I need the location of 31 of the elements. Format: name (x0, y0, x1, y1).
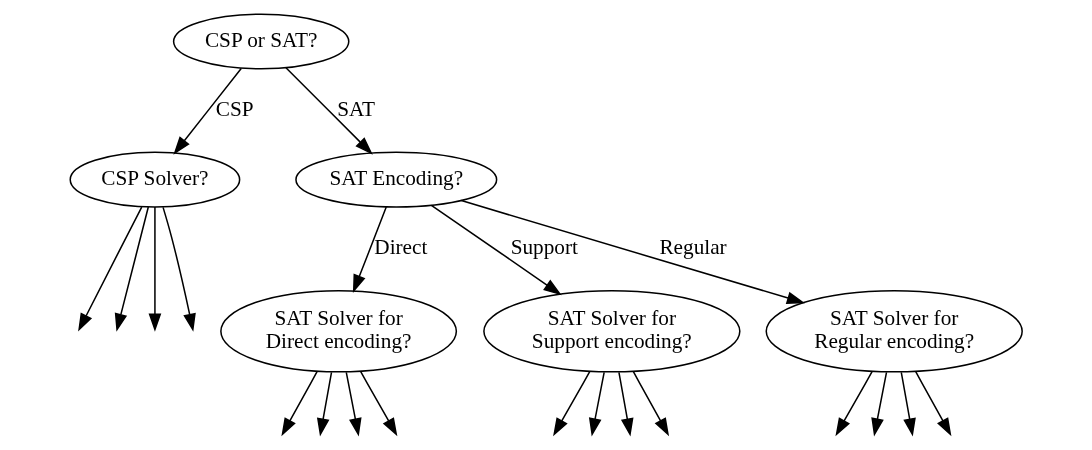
node-ellipse: SAT Solver for Support encoding? (483, 289, 741, 373)
arrow (78, 206, 143, 332)
node-ellipse: SAT Solver for Direct encoding? (220, 289, 458, 373)
arrow (588, 371, 605, 437)
edge-label: Regular (659, 235, 727, 260)
edge-label: Support (510, 235, 578, 260)
arrow (360, 370, 398, 437)
node-ellipse: CSP Solver? (69, 151, 241, 208)
node-ellipse: CSP or SAT? (172, 13, 350, 70)
arrow (835, 370, 873, 437)
arrow (162, 206, 196, 332)
arrow (352, 206, 387, 293)
arrow (900, 371, 916, 437)
edge-label: CSP (215, 97, 254, 122)
arrow (173, 67, 242, 155)
arrow (915, 370, 952, 437)
edge-label: Direct (374, 235, 428, 260)
arrow (632, 370, 670, 437)
node-ellipse: SAT Encoding? (295, 151, 498, 208)
arrow (316, 371, 333, 437)
arrow (871, 371, 888, 437)
arrow (281, 370, 318, 437)
arrow (430, 204, 562, 296)
arrow (148, 206, 162, 332)
edge-label: SAT (337, 97, 375, 122)
arrow (285, 67, 373, 155)
arrow (460, 199, 806, 305)
arrow (553, 370, 591, 437)
arrow (618, 371, 634, 437)
arrow (345, 371, 362, 437)
arrow (114, 206, 150, 332)
